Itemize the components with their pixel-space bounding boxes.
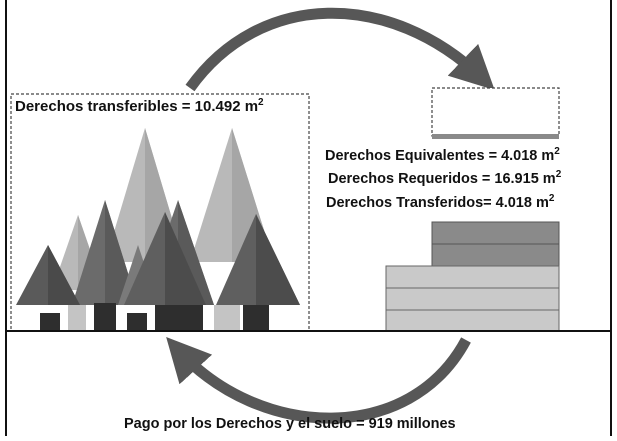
trunk-dark-3 — [127, 313, 147, 331]
building-floor-dark-1 — [431, 221, 560, 245]
trunk-light-2 — [214, 305, 240, 331]
required-rights-unit-sup: 2 — [555, 169, 562, 180]
trunk-dark-2 — [94, 303, 116, 331]
equivalent-rights-floor — [432, 134, 559, 139]
required-rights-text: Derechos Requeridos = 16.915 m — [328, 171, 556, 187]
trunk-dark-5 — [243, 305, 269, 331]
building-floor-light-1 — [385, 265, 560, 289]
transferable-rights-unit-sup: 2 — [258, 97, 264, 108]
forest — [16, 128, 300, 331]
tree-dark-1-shade — [48, 245, 80, 305]
transferred-rights-text: Derechos Transferidos= 4.018 m — [326, 195, 549, 211]
building-floor-light-3 — [385, 309, 560, 332]
trunk-light-1 — [68, 305, 86, 331]
tree-light-2-shade — [232, 128, 274, 262]
trunk-dark-1 — [40, 313, 60, 331]
trunk-dark-4 — [155, 305, 203, 331]
equivalent-rights-text: Derechos Equivalentes = 4.018 m — [325, 148, 555, 164]
tree-dark-2-shade — [165, 212, 206, 305]
payment-label: Pago por los Derechos y el suelo = 919 m… — [124, 417, 456, 432]
building — [385, 87, 560, 332]
transferable-rights-text: Derechos transferibles = 10.492 m — [15, 98, 259, 115]
transferable-rights-label: Derechos transferibles = 10.492 m2 — [15, 97, 264, 115]
equivalent-rights-unit-sup: 2 — [554, 146, 560, 157]
building-floor-dark-2 — [431, 243, 560, 267]
equivalent-rights-block — [431, 87, 560, 137]
transferred-rights-unit-sup: 2 — [548, 193, 555, 204]
bottom-payment-arrow — [166, 337, 471, 424]
required-rights-label: Derechos Requeridos = 16.915 m2 — [328, 169, 562, 187]
top-transfer-arrow — [185, 7, 495, 92]
building-floor-light-2 — [385, 287, 560, 311]
transferred-rights-label: Derechos Transferidos= 4.018 m2 — [326, 193, 555, 211]
tree-dark-3-shade — [256, 214, 300, 305]
payment-text: Pago por los Derechos y el suelo = 919 m… — [124, 416, 456, 432]
forest-dashed-box — [10, 93, 310, 332]
equivalent-rights-label: Derechos Equivalentes = 4.018 m2 — [325, 146, 560, 164]
